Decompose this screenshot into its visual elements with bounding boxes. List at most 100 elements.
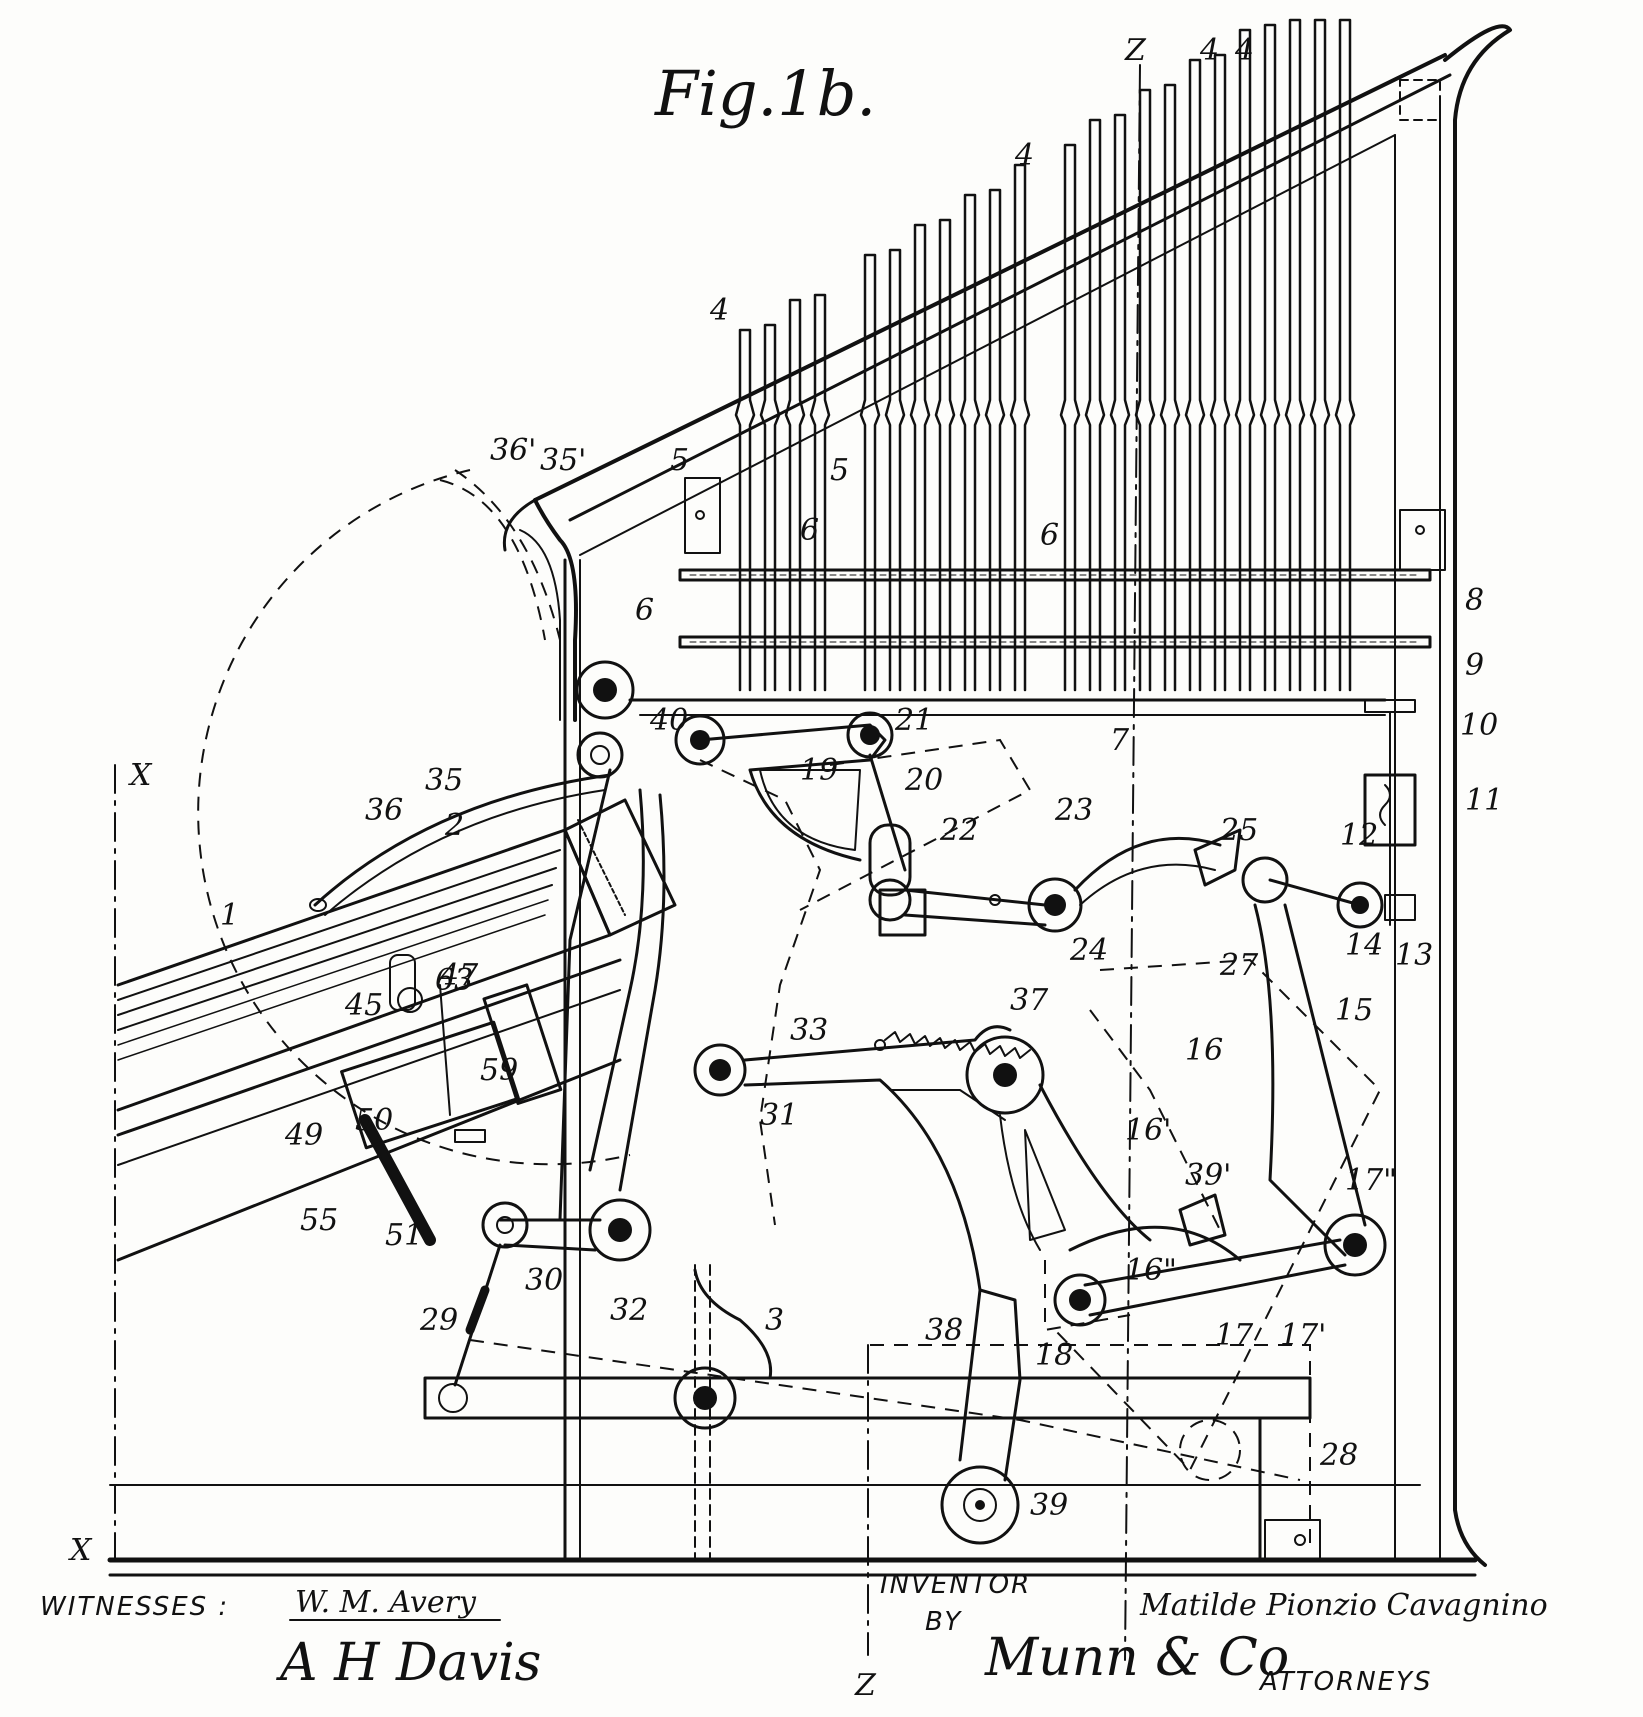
part-label: 6 [635,593,654,628]
inventor-label: INVENTOR [880,1570,1031,1600]
part-label: 17' [1280,1318,1326,1353]
part-label: 36' [490,433,536,468]
type-bar-stem [1009,163,1031,692]
part-label: 30 [525,1263,563,1298]
type-bar-stem [809,293,831,692]
section-mark-x-top: X [128,758,153,793]
part-label: 16" [1125,1253,1177,1288]
type-bar-stem [1059,143,1081,692]
part-label: 40 [649,703,688,738]
guide-bars [628,568,1432,926]
part-label: 36 [365,793,403,828]
part-label: 10 [1460,708,1498,743]
type-bar-stem [1309,18,1331,692]
part-label: 50 [355,1103,393,1138]
part-label: 37 [1010,983,1049,1018]
part-label: 18 [1035,1338,1073,1373]
attorneys-label: ATTORNEYS [1258,1667,1432,1697]
part-label: 35' [540,443,586,478]
section-mark-z-bottom: Z [854,1668,877,1703]
part-label: 33 [790,1013,828,1048]
part-label: 9 [1465,648,1484,683]
witness-1-signature: W. M. Avery [295,1585,477,1620]
part-label: 17" [1345,1163,1397,1198]
linkage [423,660,1416,1562]
part-label: 19 [800,753,838,788]
part-label: 22 [939,813,978,848]
part-label: 63 [435,963,473,998]
part-label: 27 [1219,948,1259,983]
part-label: 8 [1465,583,1484,618]
part-label: 39 [1030,1488,1068,1523]
type-bar-stem [959,193,981,692]
type-bar-stem [1259,23,1281,692]
part-label: 49 [284,1118,323,1153]
part-label: 32 [610,1293,648,1328]
part-label: 5 [670,443,689,478]
attorney-signature: Munn & Co [984,1628,1289,1688]
part-label: 55 [300,1203,338,1238]
part-label: 16 [1185,1033,1223,1068]
part-label: 29 [419,1303,458,1338]
part-label: 38 [925,1313,963,1348]
part-label: 11 [1465,783,1503,818]
type-bar-stem [1209,53,1231,692]
type-bar-stem [909,223,931,692]
part-label: 25 [1219,813,1258,848]
type-bar-stem [1159,83,1181,692]
type-bar-stem [934,218,956,692]
type-bar-stem [859,253,881,692]
witness-2-signature: A H Davis [276,1633,541,1693]
part-label: 4 [1199,33,1219,68]
part-label: 17 [1215,1318,1254,1353]
part-label: 16' [1125,1113,1171,1148]
type-bar-stem [984,188,1006,692]
part-label: 4 [709,293,729,328]
part-label: 6 [800,513,819,548]
part-label: 6 [1040,518,1059,553]
type-bar-stem [1084,118,1106,692]
part-label: 12 [1340,818,1378,853]
witnesses-label: WITNESSES : [40,1592,229,1622]
part-label: 4 [1014,138,1034,173]
part-label: 31 [760,1098,798,1133]
platen-carriage [116,469,677,1262]
part-label: 23 [1054,793,1093,828]
part-label: 5 [830,453,849,488]
type-bar-stem [1284,18,1306,692]
by-label: BY [925,1607,962,1637]
type-bar-stem [759,323,781,692]
section-mark-z-top: Z [1124,33,1147,68]
part-label: 59 [480,1053,518,1088]
type-bar-stem [1334,18,1356,692]
part-label: 13 [1395,938,1433,973]
type-bar-stem [734,328,756,692]
type-bar-stem [1109,113,1131,692]
part-label: 7 [1110,723,1130,758]
part-label: 35 [425,763,463,798]
section-mark-x-bottom: X [68,1533,93,1568]
part-label: 3 [765,1303,784,1338]
type-bar-stem [1234,28,1256,692]
part-label: 1 [220,898,239,933]
figure-title: Fig.1b. [654,57,876,130]
type-bar-stems [734,18,1356,692]
type-bar-stem [1184,58,1206,692]
part-label: 15 [1335,993,1373,1028]
part-label: 24 [1069,933,1108,968]
part-label: 51 [385,1218,423,1253]
inventor-name: Matilde Pionzio Cavagnino [1139,1588,1548,1623]
part-label: 45 [344,988,383,1023]
part-label: 14 [1345,928,1383,963]
part-label: 2 [444,808,464,843]
part-label: 47 [439,958,479,993]
type-bar-stem [884,248,906,692]
part-label: 28 [1319,1438,1358,1473]
part-label: 39' [1185,1158,1231,1193]
part-label: 4 [1234,33,1254,68]
part-label: 20 [904,763,943,798]
type-bar-stem [784,298,806,692]
